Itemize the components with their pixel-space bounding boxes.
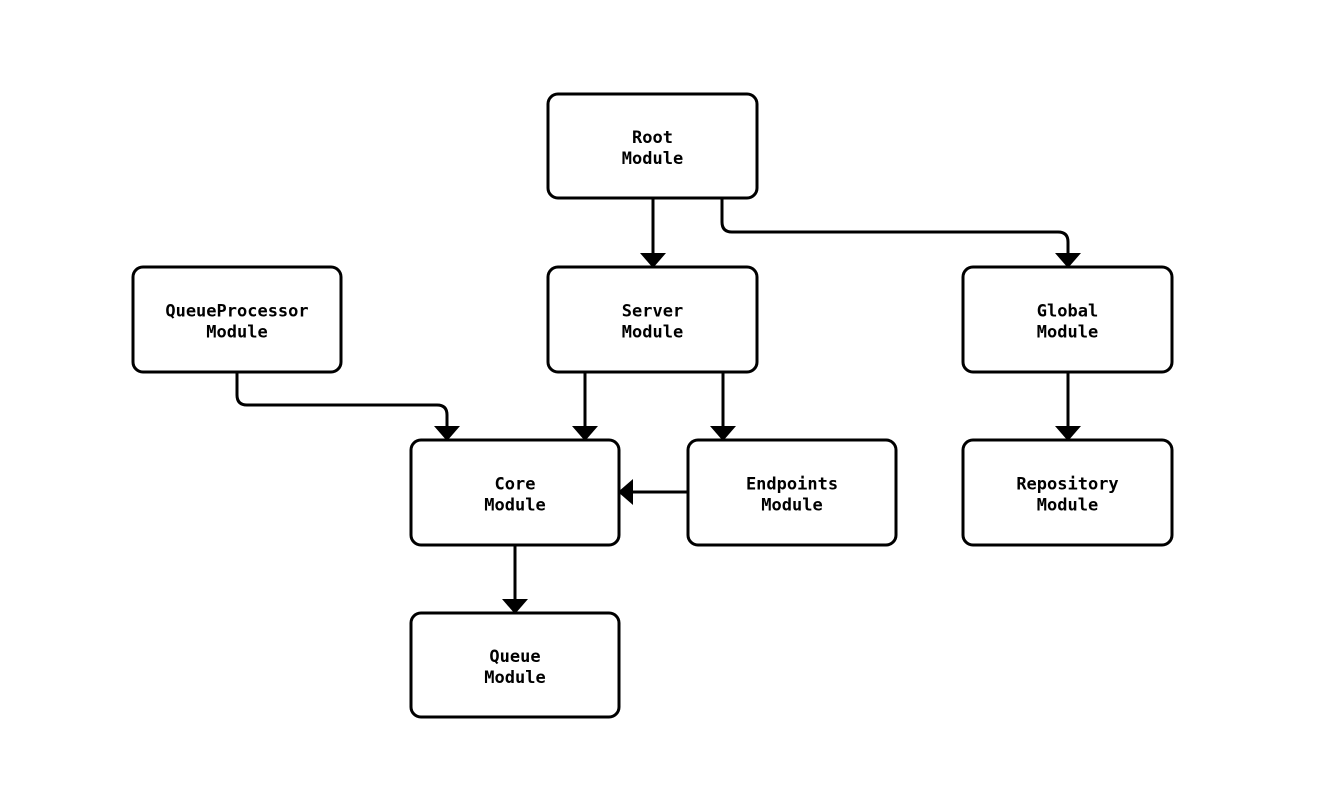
node-box-queue-processor bbox=[131, 265, 343, 374]
node-box-repository bbox=[961, 438, 1174, 547]
node-box-server bbox=[546, 265, 759, 374]
edge-queue-processor-to-core bbox=[235, 372, 460, 441]
node-box-global bbox=[961, 265, 1174, 374]
node-box-endpoints bbox=[686, 438, 898, 547]
edges-layer bbox=[235, 198, 1081, 614]
edge-root-to-global bbox=[720, 198, 1081, 268]
node-box-queue bbox=[409, 611, 621, 719]
node-box-root bbox=[546, 92, 759, 200]
node-box-core bbox=[409, 438, 621, 547]
